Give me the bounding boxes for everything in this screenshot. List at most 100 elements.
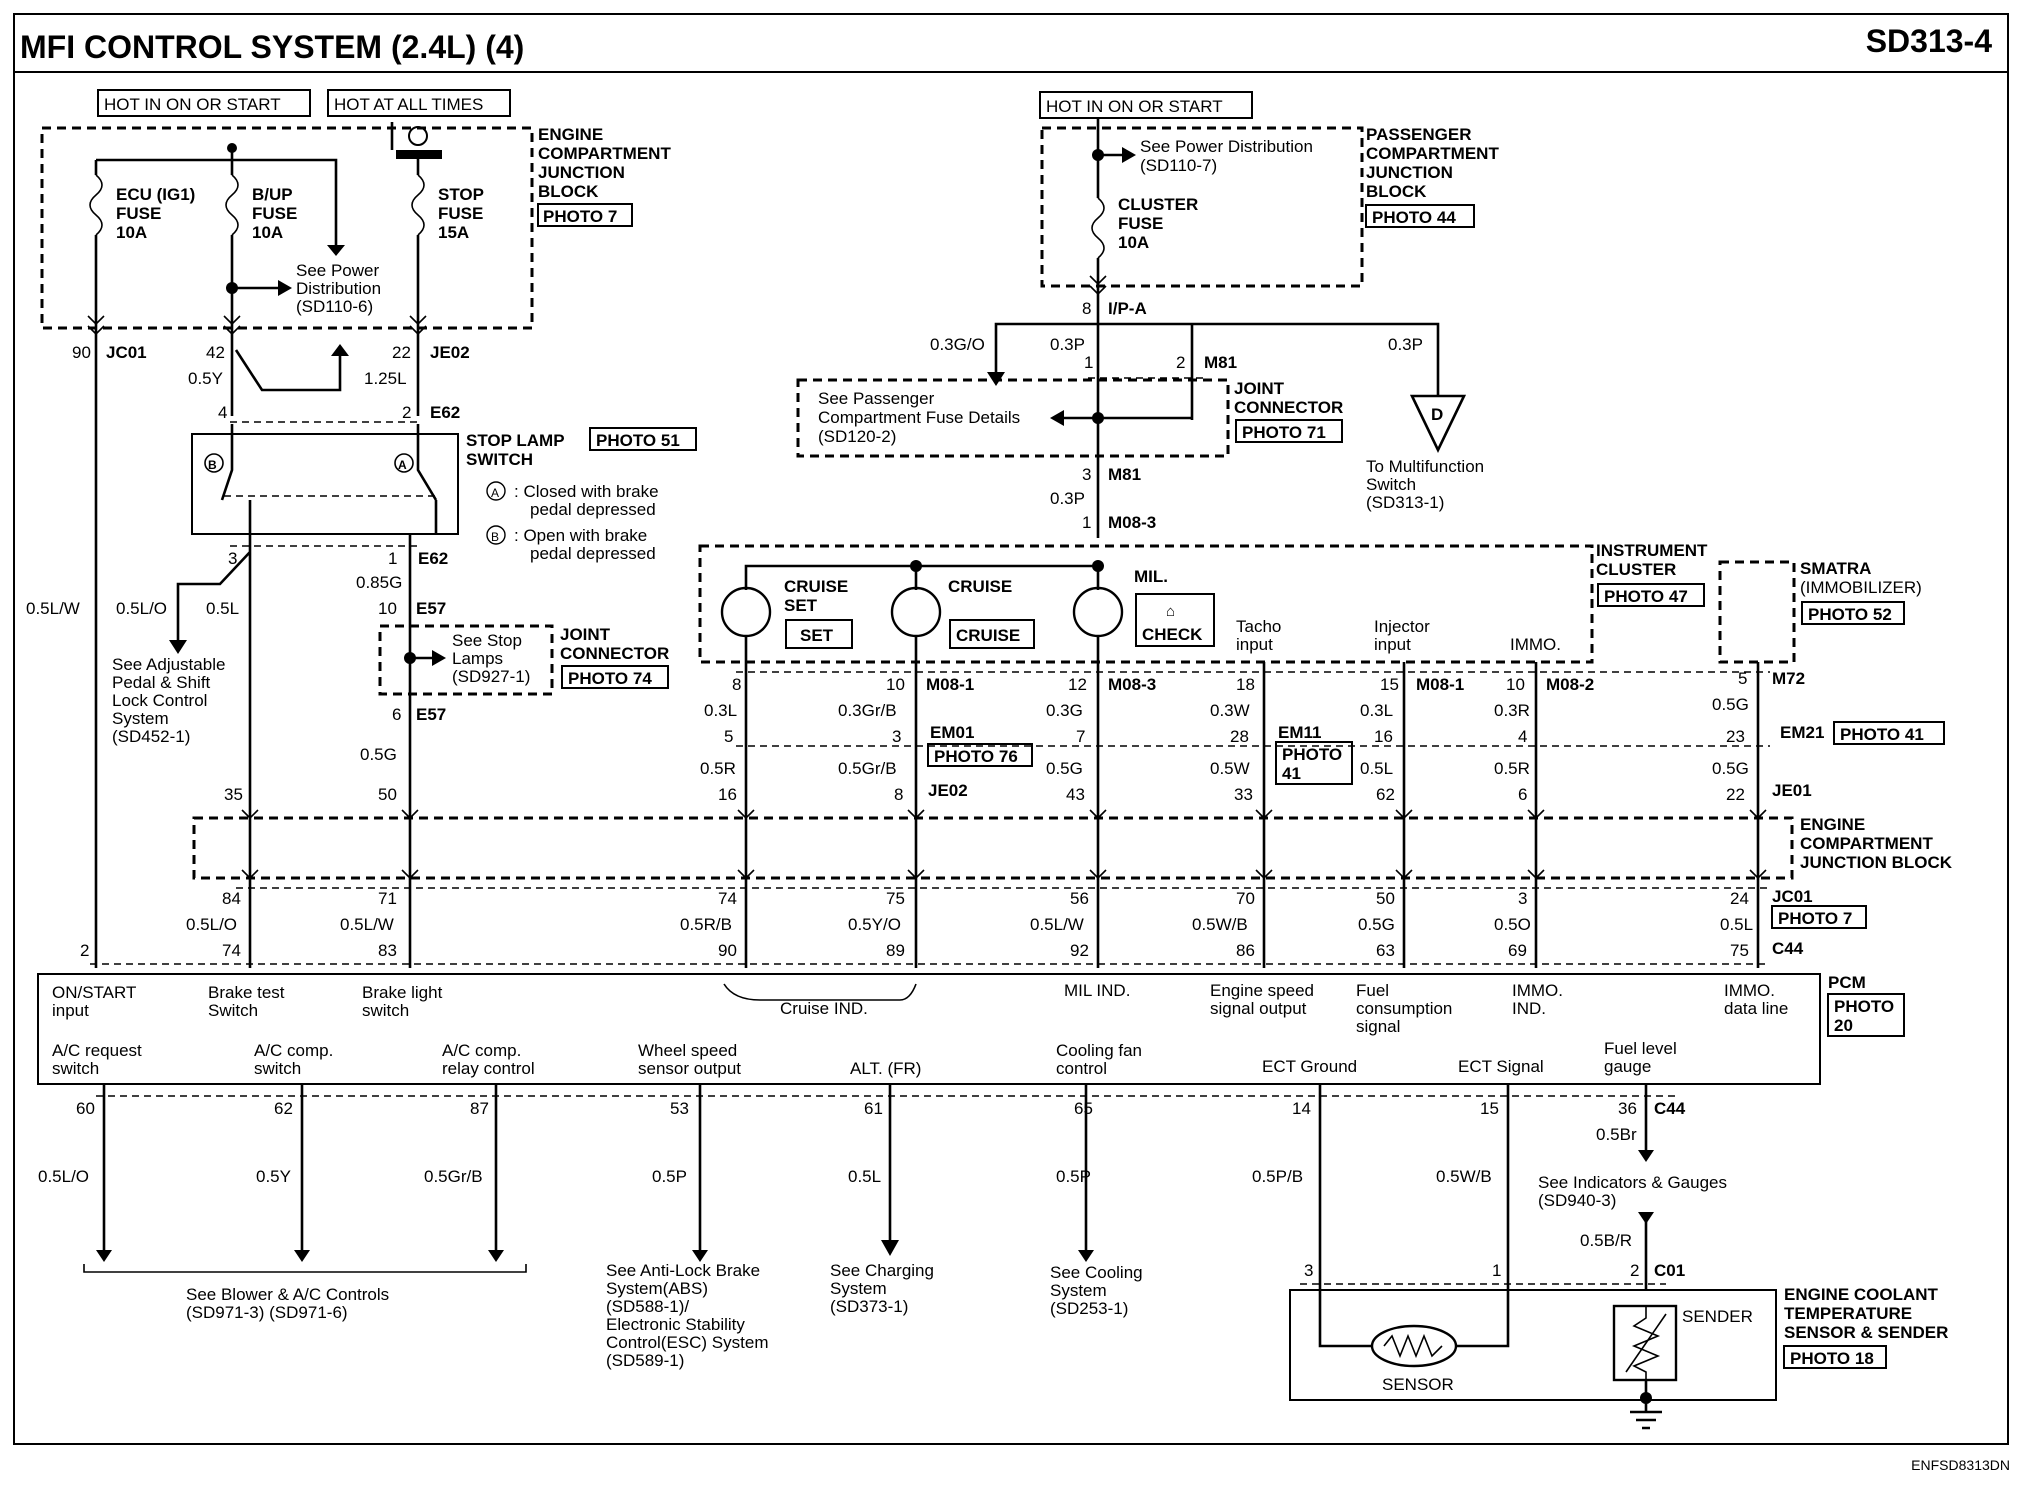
joint71-label: CONNECTOR bbox=[1234, 398, 1343, 417]
pass-jb-label: JUNCTION bbox=[1366, 163, 1453, 182]
wire-color: 0.5O bbox=[1494, 915, 1531, 934]
smatra-box bbox=[1718, 560, 1796, 664]
pin-number: 42 bbox=[206, 343, 225, 362]
connector-name: JE02 bbox=[928, 781, 968, 800]
ecu-fuse-label: FUSE bbox=[116, 204, 161, 223]
immo-label: IMMO. bbox=[1510, 635, 1561, 654]
wire-color: 0.5P bbox=[652, 1167, 687, 1186]
pin-number: 1 bbox=[1082, 513, 1091, 532]
arrow-head bbox=[327, 245, 345, 256]
pin-number: 5 bbox=[1738, 669, 1747, 688]
diagram-title: MFI CONTROL SYSTEM (2.4L) (4) bbox=[20, 29, 524, 65]
cluster-fuse-label: 10A bbox=[1118, 233, 1149, 252]
abs-ref: Electronic Stability bbox=[606, 1315, 745, 1334]
pcm-terminal: signal output bbox=[1210, 999, 1307, 1018]
pin-number: 90 bbox=[72, 343, 91, 362]
connector-name: JC01 bbox=[1772, 887, 1813, 906]
connector-name: M08-1 bbox=[926, 675, 974, 694]
cruise-label: CRUISE bbox=[948, 577, 1012, 596]
cruise-set-label: SET bbox=[784, 596, 818, 615]
bup-jumper bbox=[234, 349, 342, 392]
pcm-photo: PHOTO bbox=[1834, 997, 1894, 1016]
set-indicator-text: SET bbox=[800, 626, 834, 645]
pin-number: 69 bbox=[1508, 941, 1527, 960]
engine-jb-label: BLOCK bbox=[538, 182, 599, 201]
connector-name: M08-3 bbox=[1108, 675, 1156, 694]
sender-zigzag bbox=[1631, 1306, 1661, 1380]
connector-name: I/P-A bbox=[1108, 299, 1147, 318]
wire-color: 0.5L/O bbox=[186, 915, 237, 934]
blower-ref: (SD971-3) (SD971-6) bbox=[186, 1303, 348, 1322]
injector-label: input bbox=[1374, 635, 1411, 654]
terminal-b-letter: B bbox=[208, 458, 217, 472]
engine-jb-label: COMPARTMENT bbox=[538, 144, 671, 163]
photo-box bbox=[1783, 1345, 1887, 1369]
cooling-ref: (SD253-1) bbox=[1050, 1299, 1128, 1318]
pin-number: 7 bbox=[1076, 727, 1085, 746]
pin-number: 3 bbox=[1082, 465, 1091, 484]
indicators-ref: (SD940-3) bbox=[1538, 1191, 1616, 1210]
pcm-terminal: ECT Signal bbox=[1458, 1057, 1544, 1076]
splice-dot bbox=[227, 143, 237, 153]
power-dist-ref: (SD110-6) bbox=[296, 297, 373, 316]
pin-number: 89 bbox=[886, 941, 905, 960]
cooling-ref: See Cooling bbox=[1050, 1263, 1143, 1282]
cluster-label: INSTRUMENT bbox=[1596, 541, 1708, 560]
pass-fuse-ref: (SD120-2) bbox=[818, 427, 896, 446]
charging-ref: System bbox=[830, 1279, 887, 1298]
connector-name: C01 bbox=[1654, 1261, 1685, 1280]
cluster-feed-wires bbox=[994, 258, 1440, 538]
wire-color: 0.3R bbox=[1494, 701, 1530, 720]
ect-sensor-box bbox=[1289, 1289, 1777, 1401]
wire-color: 0.5Br bbox=[1596, 1125, 1637, 1144]
wire-color: 0.5L/W bbox=[26, 599, 80, 618]
stop-lamps-ref: (SD927-1) bbox=[452, 667, 530, 686]
hot-label-ign-right: HOT IN ON OR START bbox=[1046, 97, 1223, 116]
fuse-element bbox=[1091, 197, 1105, 259]
pin-number: 2 bbox=[1630, 1261, 1639, 1280]
hot-label-ign-left: HOT IN ON OR START bbox=[104, 95, 281, 114]
splice-dot bbox=[1092, 560, 1104, 572]
wire-color: 0.5L/O bbox=[116, 599, 167, 618]
pin-number: 53 bbox=[670, 1099, 689, 1118]
pcm-output-wires bbox=[102, 1084, 1648, 1290]
pin-number: 15 bbox=[1380, 675, 1399, 694]
wire-color: 0.5G bbox=[1046, 759, 1083, 778]
pcm-terminal: IMMO. bbox=[1512, 981, 1563, 1000]
power-dist-ref: See Power Distribution bbox=[1140, 137, 1313, 156]
diagram-code: SD313-4 bbox=[1866, 23, 1993, 59]
connector-pin bbox=[241, 809, 1767, 880]
pcm-label: PCM bbox=[1828, 973, 1866, 992]
photo-41: 41 bbox=[1282, 764, 1301, 783]
pin-number: 12 bbox=[1068, 675, 1087, 694]
splice-dot bbox=[910, 560, 922, 572]
pin-number: 74 bbox=[222, 941, 241, 960]
stop-lamp-note: pedal depressed bbox=[530, 500, 656, 519]
joint74-label: CONNECTOR bbox=[560, 644, 669, 663]
stop-lamp-photo: PHOTO 51 bbox=[596, 431, 680, 450]
bottom-references: See Blower & A/C Controls (SD971-3) (SD9… bbox=[186, 1173, 1727, 1370]
pin-number: 18 bbox=[1236, 675, 1255, 694]
terminal-a-letter: A bbox=[398, 458, 407, 472]
pin-number: 33 bbox=[1234, 785, 1253, 804]
wire-color: 0.5Y/O bbox=[848, 915, 901, 934]
pcm-terminal: Cooling fan bbox=[1056, 1041, 1142, 1060]
photo-box bbox=[537, 203, 633, 227]
ect-label: SENSOR & SENDER bbox=[1784, 1323, 1948, 1342]
pcm-terminal: ALT. (FR) bbox=[850, 1059, 921, 1078]
pin-number: 86 bbox=[1236, 941, 1255, 960]
power-dist-ref: (SD110-7) bbox=[1140, 156, 1217, 175]
pass-jb-label: BLOCK bbox=[1366, 182, 1427, 201]
pin-number: 4 bbox=[218, 403, 227, 422]
wire-color: 0.3P bbox=[1388, 335, 1423, 354]
engine-jb2-label: ENGINE bbox=[1800, 815, 1865, 834]
pin-number: 8 bbox=[732, 675, 741, 694]
arrow-head bbox=[331, 344, 349, 356]
multifunction-ref: To Multifunction bbox=[1366, 457, 1484, 476]
indicators-ref: See Indicators & Gauges bbox=[1538, 1173, 1727, 1192]
arrow-head bbox=[278, 280, 292, 296]
smatra-label: SMATRA bbox=[1800, 559, 1871, 578]
wire-color: 0.5P bbox=[1056, 1167, 1091, 1186]
pass-fuse-ref: See Passenger bbox=[818, 389, 935, 408]
cluster-signal-wires bbox=[744, 636, 1760, 968]
